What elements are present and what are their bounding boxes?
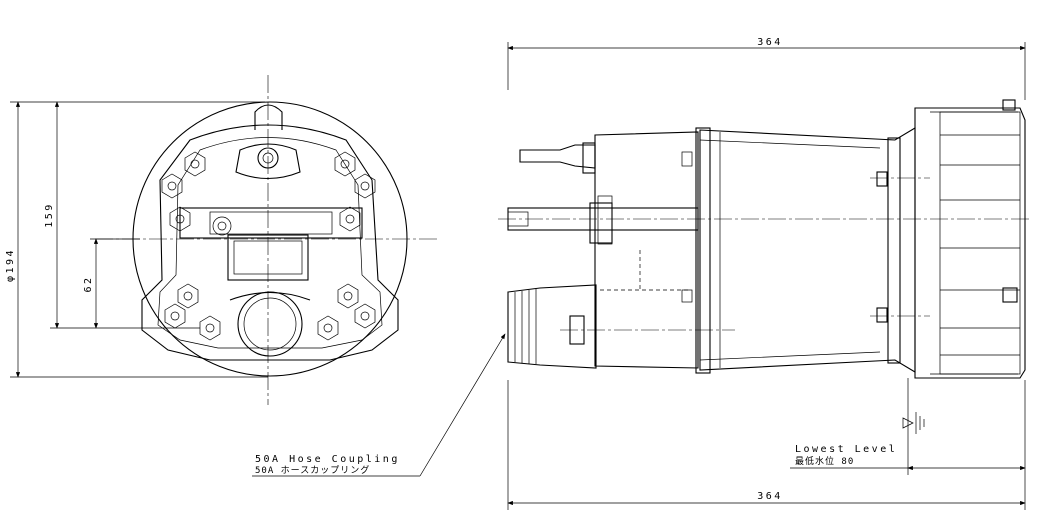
length-top-dimension: 364 [757,37,783,48]
side-view [498,99,1030,379]
height-62-dimension: 62 [83,275,94,292]
hose-coupling-label: 50A Hose Coupling [255,454,400,465]
diameter-dimension: φ194 [5,248,16,282]
front-dimensions: φ194 159 62 [5,101,268,378]
hose-coupling-callout: 50A Hose Coupling 50A ホースカップリング [252,333,506,477]
lowest-level-jp-label: 最低水位 80 [795,455,854,467]
length-bottom-dimension: 364 [757,491,783,502]
height-159-dimension: 159 [44,202,55,228]
side-dimensions: 364 364 Lowest Level 最低水位 80 [507,37,1026,510]
lowest-level-label: Lowest Level [795,444,897,455]
front-view [95,75,438,405]
hose-coupling-jp-label: 50A ホースカップリング [255,464,370,476]
